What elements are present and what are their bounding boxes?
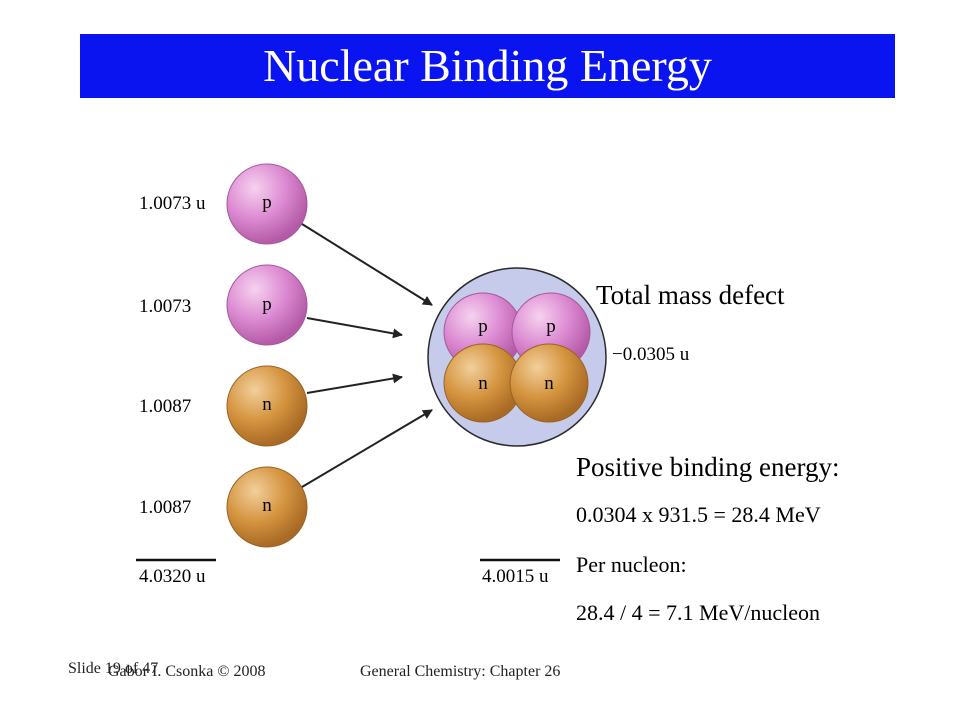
binding-energy-heading: Positive binding energy: — [576, 452, 840, 482]
svg-text:p: p — [262, 294, 272, 315]
arrow-2 — [306, 317, 403, 339]
nucleus-neutron-1: n — [443, 343, 523, 423]
mass-label-neutron-2: 1.0087 — [139, 497, 192, 518]
slide-number: Slide 19 of 47 — [68, 660, 159, 677]
title-bar: Nuclear Binding Energy — [80, 34, 895, 98]
svg-text:p: p — [478, 316, 488, 337]
slide-title: Nuclear Binding Energy — [263, 40, 712, 91]
svg-text:n: n — [478, 373, 488, 394]
arrow-3 — [306, 373, 403, 394]
arrow-4 — [301, 409, 433, 488]
nucleus-mass-label: 4.0015 u — [482, 566, 549, 587]
svg-text:p: p — [546, 316, 556, 337]
free-neutron-2: n — [226, 466, 308, 548]
mass-label-proton-1: 1.0073 u — [139, 193, 206, 214]
mass-defect-value: −0.0305 u — [612, 344, 690, 365]
per-nucleon-label: Per nucleon: — [576, 552, 687, 577]
free-proton-2: p — [226, 264, 308, 346]
per-nucleon-calc: 28.4 / 4 = 7.1 MeV/nucleon — [576, 600, 820, 625]
arrow-1 — [301, 223, 433, 306]
svg-text:n: n — [262, 495, 272, 516]
free-proton-1: p — [226, 163, 308, 245]
free-neutron-1: n — [226, 365, 308, 447]
footer-course: General Chemistry: Chapter 26 — [360, 663, 561, 680]
footer-author: Gabor I. Csonka © 2008 — [108, 663, 266, 680]
svg-text:n: n — [262, 394, 272, 415]
nucleus-neutron-2: n — [509, 343, 589, 423]
svg-text:n: n — [544, 373, 554, 394]
mass-defect-heading: Total mass defect — [596, 280, 785, 310]
mass-label-neutron-1: 1.0087 — [139, 396, 192, 417]
mass-label-proton-2: 1.0073 — [139, 296, 192, 317]
svg-text:p: p — [262, 192, 272, 213]
sum-mass-label: 4.0320 u — [139, 566, 206, 587]
binding-energy-calc: 0.0304 x 931.5 = 28.4 MeV — [576, 502, 821, 527]
